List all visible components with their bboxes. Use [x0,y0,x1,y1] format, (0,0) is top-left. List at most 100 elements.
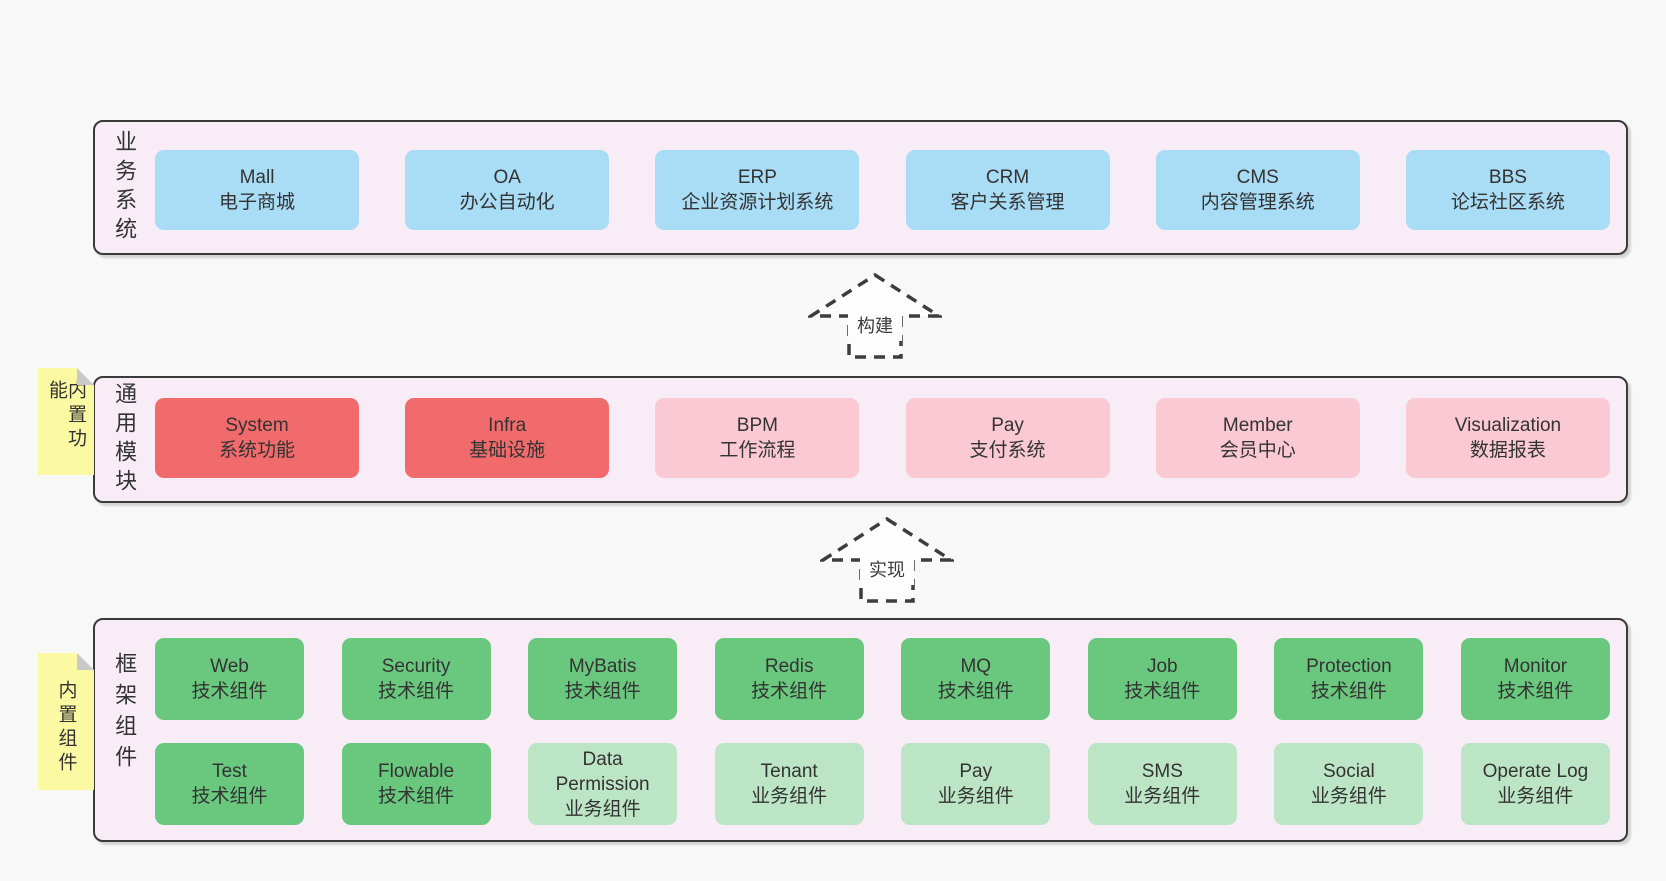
layer-label-business-systems: 业务系统 [112,129,138,246]
box-name: BBS [1488,167,1527,188]
sticky-fold-icon [77,653,94,670]
tech-components-row: Web 技术组件 Security 技术组件 MyBatis 技术组件 Redi… [95,638,1626,720]
layer-label-framework-components: 框架组件 [112,652,138,776]
sticky-fold-icon [77,368,94,385]
box-desc: 支付系统 [969,440,1046,461]
box-data-permission: Data Permission 业务组件 [528,743,678,825]
box-name: CRM [985,167,1030,188]
box-flowable: Flowable 技术组件 [341,743,491,825]
layer-business-systems: 业务系统 Mall 电子商城 OA 办公自动化 ERP 企业资源计划系统 CRM… [93,120,1628,255]
box-name: Mall [239,167,275,188]
box-visualization: Visualization 数据报表 [1405,398,1610,478]
up-arrow-icon: 构建 [805,272,945,359]
layer-framework-components: 框架组件 Web 技术组件 Security 技术组件 MyBatis 技术组件… [93,618,1628,842]
box-system: System 系统功能 [155,398,359,478]
box-desc: 客户关系管理 [950,192,1065,213]
box-desc: 电子商城 [218,192,295,213]
box-redis: Redis 技术组件 [714,638,864,720]
box-name: Pay [991,415,1024,436]
build-arrow: 构建 [805,272,945,360]
box-desc: 系统功能 [218,440,295,461]
box-test: Test 技术组件 [155,743,304,825]
box-desc: 技术组件 [1497,681,1574,702]
box-desc: 数据报表 [1469,440,1546,461]
box-name: SMS [1141,761,1183,782]
box-desc: 工作流程 [719,440,796,461]
implement-arrow: 实现 [817,516,957,604]
implement-arrow-label: 实现 [869,560,905,580]
box-protection: Protection 技术组件 [1274,638,1424,720]
box-name: Security [381,656,451,677]
layer-common-modules: 通用模块 System 系统功能 Infra 基础设施 BPM 工作流程 Pay… [93,376,1628,503]
box-name: Job [1146,656,1178,677]
layer-label-common-modules: 通用模块 [112,381,138,498]
box-desc: 技术组件 [937,681,1014,702]
biz-components-row: Test 技术组件 Flowable 技术组件 Data Permission … [95,743,1626,825]
box-name: Monitor [1503,656,1568,677]
box-name: Visualization [1454,415,1562,436]
box-desc: 业务组件 [1310,786,1387,807]
box-name: System [225,415,289,436]
box-tenant: Tenant 业务组件 [714,743,864,825]
business-systems-row: Mall 电子商城 OA 办公自动化 ERP 企业资源计划系统 CRM 客户关系… [95,150,1626,230]
box-desc: 技术组件 [191,681,268,702]
box-security: Security 技术组件 [341,638,491,720]
box-bpm: BPM 工作流程 [655,398,860,478]
box-name: ERP [737,167,777,188]
box-name: Data Permission [555,748,650,795]
box-desc: 业务组件 [564,798,641,820]
box-desc: 技术组件 [378,786,455,807]
box-desc: 基础设施 [469,440,546,461]
box-desc: 会员中心 [1219,440,1296,461]
box-name: MyBatis [568,656,637,677]
box-sms: SMS 业务组件 [1087,743,1237,825]
box-desc: 业务组件 [1497,786,1574,807]
box-name: Redis [764,656,814,677]
box-mq: MQ 技术组件 [901,638,1051,720]
box-name: CMS [1236,167,1279,188]
box-oa: OA 办公自动化 [405,150,610,230]
box-name: Operate Log [1482,761,1589,782]
up-arrow-icon: 实现 [817,516,957,603]
box-name: Flowable [378,761,455,782]
box-desc: 内容管理系统 [1200,192,1315,213]
box-infra: Infra 基础设施 [405,398,610,478]
box-desc: 技术组件 [564,681,641,702]
box-desc: 业务组件 [751,786,828,807]
common-modules-row: System 系统功能 Infra 基础设施 BPM 工作流程 Pay 支付系统… [95,398,1626,478]
sticky-label: 内置功能 [46,380,86,452]
sticky-label: 内置组件 [55,679,77,776]
box-name: Tenant [760,761,818,782]
box-desc: 技术组件 [1310,681,1387,702]
build-arrow-label: 构建 [857,316,893,336]
box-name: OA [493,167,521,188]
box-mall: Mall 电子商城 [155,150,359,230]
box-member: Member 会员中心 [1155,398,1360,478]
box-name: Test [212,761,247,782]
box-desc: 技术组件 [751,681,828,702]
sticky-note-builtin-components: 内置组件 [38,653,94,790]
box-social: Social 业务组件 [1274,743,1424,825]
box-bbs: BBS 论坛社区系统 [1405,150,1610,230]
box-erp: ERP 企业资源计划系统 [655,150,860,230]
box-name: Protection [1306,656,1392,677]
box-cms: CMS 内容管理系统 [1155,150,1360,230]
box-monitor: Monitor 技术组件 [1460,638,1610,720]
box-web: Web 技术组件 [155,638,304,720]
box-pay-biz: Pay 业务组件 [901,743,1051,825]
box-desc: 业务组件 [1124,786,1201,807]
box-name: MQ [960,656,992,677]
sticky-note-builtin-functions: 内置功能 [38,368,94,475]
box-operate-log: Operate Log 业务组件 [1460,743,1610,825]
box-desc: 论坛社区系统 [1450,192,1565,213]
box-crm: CRM 客户关系管理 [905,150,1110,230]
box-desc: 技术组件 [378,681,455,702]
box-name: BPM [736,415,778,436]
box-name: Pay [959,761,993,782]
box-name: Web [210,656,249,677]
box-name: Social [1323,761,1375,782]
box-desc: 办公自动化 [459,192,555,213]
box-desc: 业务组件 [937,786,1014,807]
box-name: Infra [488,415,527,436]
box-job: Job 技术组件 [1087,638,1237,720]
